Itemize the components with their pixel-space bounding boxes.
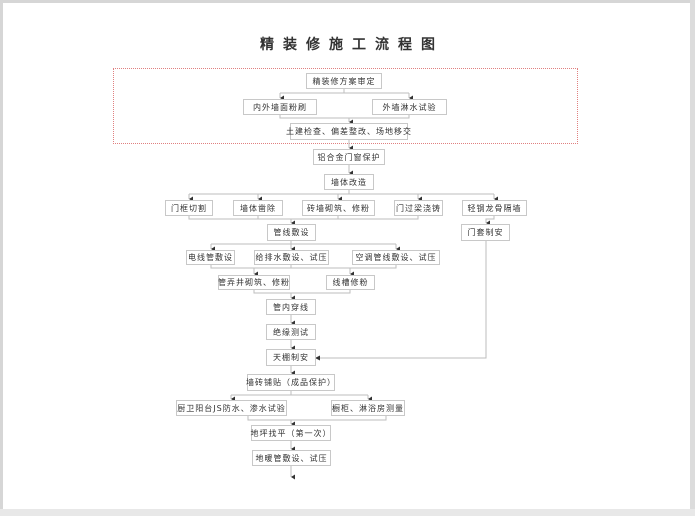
node-site-inspection-handover[interactable]: 土建检查、偏差整改、场地移交 [286, 123, 411, 140]
node-wall-chiseling[interactable]: 墙体凿除 [233, 200, 283, 216]
node-wall-tiling[interactable]: 墙砖铺贴（成品保护） [246, 374, 335, 391]
node-wall-modification[interactable]: 墙体改造 [324, 174, 374, 190]
node-brick-wall-masonry[interactable]: 砖墙砌筑、修粉 [302, 200, 375, 216]
node-light-steel-partition[interactable]: 轻钢龙骨隔墙 [462, 200, 527, 216]
node-plumbing-pressure-test[interactable]: 给排水敷设、试压 [254, 250, 329, 265]
page-shadow-bottom [0, 509, 695, 516]
node-waterproofing-test[interactable]: 厨卫阳台JS防水、渗水试验 [176, 400, 287, 416]
node-wire-threading[interactable]: 管内穿线 [266, 299, 316, 315]
node-wall-plastering[interactable]: 内外墙面粉刷 [243, 99, 317, 115]
node-plan-approval[interactable]: 精装修方案审定 [306, 73, 382, 89]
node-ceiling-install[interactable]: 天棚制安 [266, 349, 316, 366]
node-trunking-plastering[interactable]: 线槽修粉 [326, 275, 375, 290]
node-pipeline-laying[interactable]: 管线敷设 [267, 224, 316, 241]
diagram-title: 精装修施工流程图 [260, 37, 444, 53]
node-ac-pipe-pressure-test[interactable]: 空调管线敷设、试压 [352, 250, 440, 265]
node-shaft-masonry[interactable]: 管弄井砌筑、修粉 [218, 275, 290, 290]
node-cabinet-shower-measure[interactable]: 橱柜、淋浴房测量 [331, 400, 405, 416]
node-door-casing-install[interactable]: 门套制安 [461, 224, 510, 241]
node-conduit-laying[interactable]: 电线管敷设 [186, 250, 235, 265]
node-window-protection[interactable]: 铝合金门窗保护 [313, 149, 385, 165]
node-lintel-casting[interactable]: 门过梁浇铸 [394, 200, 443, 216]
node-floor-heating-pressure-test[interactable]: 地暖管敷设、试压 [252, 450, 331, 466]
node-door-frame-cutting[interactable]: 门框切割 [165, 200, 213, 216]
node-floor-leveling[interactable]: 地坪找平（第一次） [251, 425, 331, 441]
preparation-stage-group [113, 68, 578, 144]
node-exterior-wall-water-test[interactable]: 外墙淋水试验 [372, 99, 447, 115]
page-shadow-right [690, 0, 695, 516]
node-insulation-test[interactable]: 绝缘测试 [266, 324, 316, 340]
